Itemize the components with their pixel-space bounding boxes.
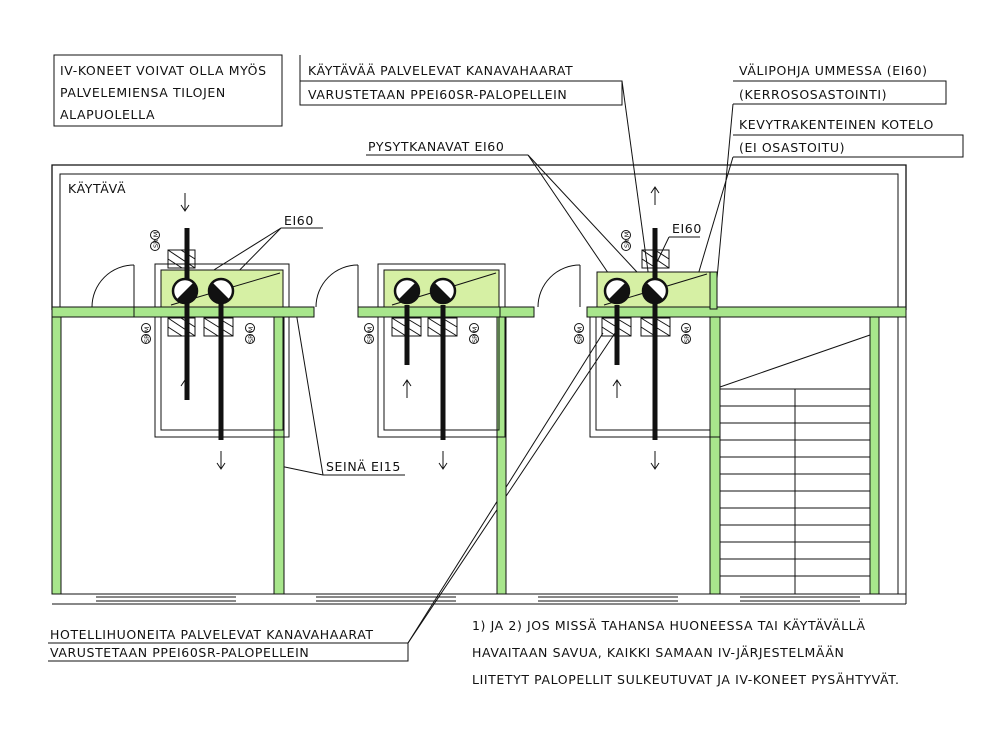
duct-circle-icon [171, 277, 199, 305]
casing-note-line-2: (EI OSASTOITU) [739, 140, 845, 155]
window [96, 596, 236, 602]
damper-code: SR M [366, 327, 374, 343]
hotel-branches-line-2: VARUSTETAAN PPEI60SR-PALOPELLEIN [50, 645, 309, 660]
fire-damper [601, 317, 632, 337]
damper-code: SR M [576, 327, 584, 343]
iv-note-line-1: IV-KONEET VOIVAT OLLA MYÖS [60, 62, 267, 78]
duct-circle-icon [393, 277, 421, 305]
fire-damper [203, 317, 234, 337]
general-note: 1) JA 2) JOS MISSÄ TAHANSA HUONEESSA TAI… [472, 618, 900, 687]
arrow-down-icon [216, 451, 226, 470]
doors [91, 264, 581, 308]
floor-note: VÄLIPOHJA UMMESSA (EI60) (KERROSOSASTOIN… [739, 63, 928, 102]
duct-shaft-2 [364, 263, 506, 470]
damper-code: SR M [247, 327, 255, 343]
door [537, 264, 581, 308]
general-note-line-2: HAVAITAAN SAVUA, KAIKKI SAMAAN IV-JÄRJES… [472, 645, 844, 660]
walls [51, 271, 907, 595]
casing-note: KEVYTRAKENTEINEN KOTELO (EI OSASTOITU) [739, 117, 934, 155]
corridor-outline [51, 164, 907, 310]
duct-circle-icon [429, 277, 457, 305]
ei60-label: EI60 [284, 213, 314, 228]
damper-motor-icon [681, 323, 691, 344]
arrow-up-icon [612, 379, 622, 398]
window [740, 596, 860, 602]
fire-damper [641, 249, 670, 269]
damper-code: SR M [471, 327, 479, 343]
arrow-up-icon [402, 379, 412, 398]
damper-code: SR M [152, 232, 160, 248]
duct-circle-icon [641, 277, 669, 305]
corridor-branches-note: KÄYTÄVÄÄ PALVELEVAT KANAVAHAARAT VARUSTE… [308, 63, 573, 102]
arrow-down-icon [438, 451, 448, 470]
wall-label: SEINÄ EI15 [326, 459, 401, 474]
exterior-wall [52, 317, 907, 605]
arrow-down-icon [650, 451, 660, 470]
fire-damper [427, 317, 458, 337]
fire-damper [167, 317, 196, 337]
iv-note: IV-KONEET VOIVAT OLLA MYÖS PALVELEMIENSA… [60, 62, 267, 122]
duct-circle-icon [603, 277, 631, 305]
damper-motor-icon [364, 323, 374, 344]
corridor-label: KÄYTÄVÄ [68, 181, 126, 196]
damper-motor-icon [469, 323, 479, 344]
fire-damper [640, 317, 671, 337]
damper-motor-icon [621, 230, 631, 251]
damper-motor-icon [141, 323, 151, 344]
corridor-branches-line-1: KÄYTÄVÄÄ PALVELEVAT KANAVAHAARAT [308, 63, 573, 78]
hotel-branches-note: HOTELLIHUONEITA PALVELEVAT KANAVAHAARAT … [50, 627, 374, 660]
casing-note-line-1: KEVYTRAKENTEINEN KOTELO [739, 117, 934, 132]
arrow-up-icon [180, 379, 190, 398]
fire-damper [167, 249, 196, 269]
damper-code: SR M [143, 327, 151, 343]
general-note-line-1: 1) JA 2) JOS MISSÄ TAHANSA HUONEESSA TAI… [472, 618, 866, 633]
window [538, 596, 678, 602]
fire-damper [391, 317, 422, 337]
door [315, 264, 359, 308]
ei60-label: EI60 [672, 221, 702, 236]
damper-motor-icon [245, 323, 255, 344]
corridor-branches-line-2: VARUSTETAAN PPEI60SR-PALOPELLEIN [308, 87, 567, 102]
duct-shaft-3 [574, 186, 720, 470]
staircase [719, 334, 871, 594]
vertical-ducts-label: PYSYTKANAVAT EI60 [368, 139, 504, 154]
duct-circle-icon [207, 277, 235, 305]
arrow-down-icon [180, 193, 190, 212]
damper-code: SR M [683, 327, 691, 343]
arrow-up-icon [650, 186, 660, 205]
damper-codes: SR M SR M SR M SR M SR M SR M SR M SR M [143, 232, 691, 343]
annotation-frames [48, 54, 964, 662]
general-note-line-3: LIITETYT PALOPELLIT SULKEUTUVAT JA IV-KO… [472, 672, 900, 687]
damper-code: SR M [623, 232, 631, 248]
hotel-branches-line-1: HOTELLIHUONEITA PALVELEVAT KANAVAHAARAT [50, 627, 374, 642]
floor-note-line-2: (KERROSOSASTOINTI) [739, 87, 887, 102]
floor-note-line-1: VÄLIPOHJA UMMESSA (EI60) [739, 63, 928, 78]
window [316, 596, 456, 602]
duct-shaft-1 [141, 193, 290, 470]
iv-note-line-3: ALAPUOLELLA [60, 107, 155, 122]
damper-motor-icon [574, 323, 584, 344]
door [91, 264, 135, 308]
iv-note-line-2: PALVELEMIENSA TILOJEN [60, 85, 226, 100]
damper-motor-icon [150, 230, 160, 251]
